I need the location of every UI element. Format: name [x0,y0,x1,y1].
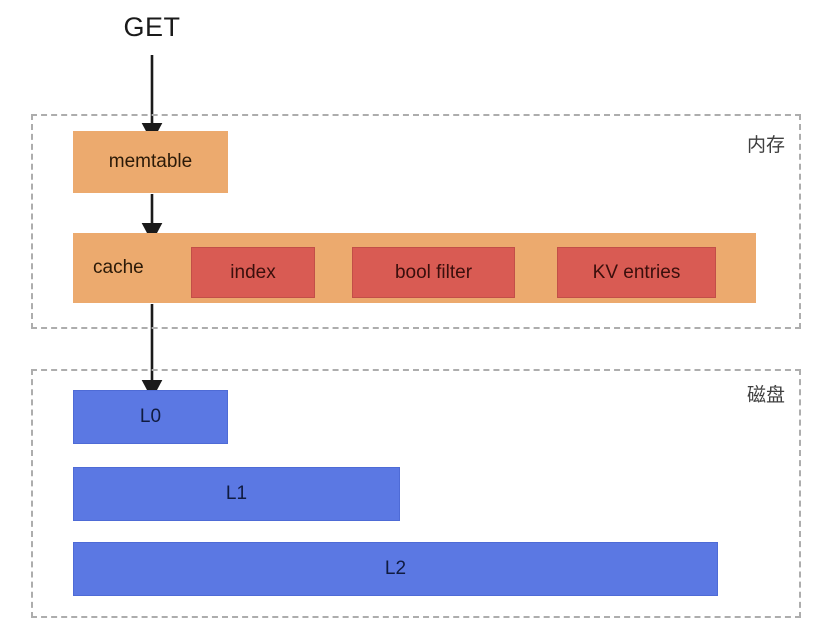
memory-zone-label: 内存 [746,135,785,156]
memory-zone: 内存 [31,114,801,329]
disk-level-l0[interactable]: L0 [73,390,228,444]
cache-item-index[interactable]: index [191,247,315,298]
memtable-block[interactable]: memtable [73,131,228,193]
cache-item-kv-entries-label: KV entries [592,261,681,283]
disk-level-l1[interactable]: L1 [73,467,400,521]
disk-zone: 磁盘 [31,369,801,618]
disk-zone-label: 磁盘 [746,385,785,406]
disk-level-l1-label: L1 [225,483,248,504]
disk-level-l0-label: L0 [139,406,162,427]
disk-level-l2-label: L2 [384,558,407,579]
cache-item-bool-filter-label: bool filter [394,261,473,283]
cache-label: cache [93,257,144,278]
cache-item-index-label: index [230,261,276,283]
get-request-label: GET [123,12,181,42]
cache-item-bool-filter[interactable]: bool filter [352,247,515,298]
cache-block[interactable]: cache index bool filter KV entries [73,233,756,303]
memtable-label: memtable [108,151,193,172]
disk-level-l2[interactable]: L2 [73,542,718,596]
cache-item-kv-entries[interactable]: KV entries [557,247,716,298]
